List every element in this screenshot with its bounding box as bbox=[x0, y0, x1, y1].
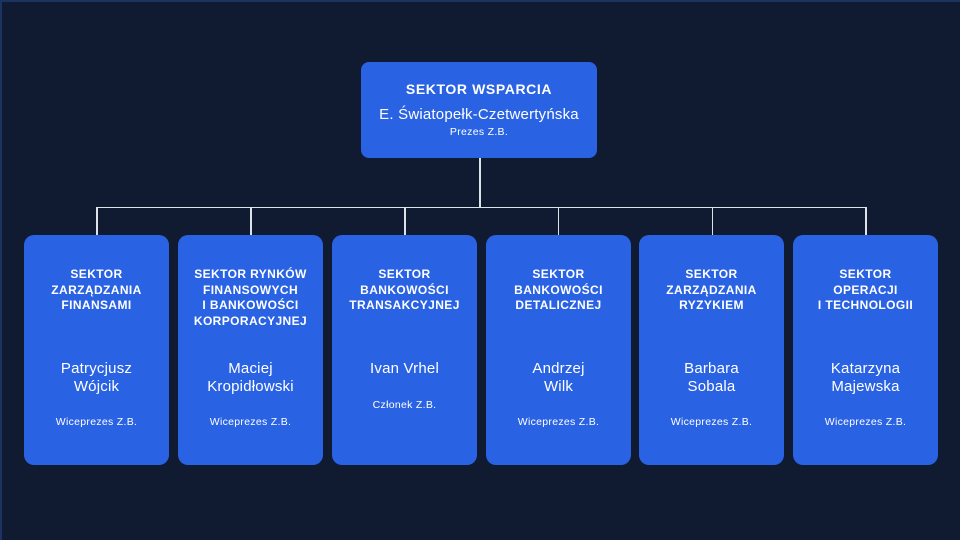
org-node-child-rynki-finansowe: SEKTOR RYNKÓW FINANSOWYCH I BANKOWOŚCI K… bbox=[178, 235, 323, 465]
node-name: Andrzej Wilk bbox=[532, 360, 585, 395]
org-node-child-bankowosc-transakcyjna: SEKTOR BANKOWOŚCI TRANSAKCYJNEJ Ivan Vrh… bbox=[332, 235, 477, 465]
node-name: Barbara Sobala bbox=[684, 360, 739, 395]
node-title: SEKTOR BANKOWOŚCI DETALICZNEJ bbox=[514, 267, 603, 312]
node-role: Prezes Z.B. bbox=[449, 126, 509, 138]
node-title: SEKTOR OPERACJI I TECHNOLOGII bbox=[817, 267, 914, 312]
node-title: SEKTOR ZARZĄDZANIA FINANSAMI bbox=[51, 267, 142, 312]
node-role: Członek Z.B. bbox=[372, 398, 437, 411]
node-name: E. Światopełk-Czetwertyńska bbox=[379, 106, 579, 123]
node-role: Wiceprezes Z.B. bbox=[517, 416, 600, 428]
connector-drop bbox=[711, 207, 713, 236]
node-role: Wiceprezes Z.B. bbox=[670, 416, 753, 428]
node-role: Wiceprezes Z.B. bbox=[55, 416, 138, 428]
node-role: Wiceprezes Z.B. bbox=[824, 416, 907, 428]
connector-drop bbox=[96, 207, 98, 236]
connector-drop bbox=[404, 207, 406, 236]
node-name: Patrycjusz Wójcik bbox=[60, 360, 133, 395]
connector-stem bbox=[479, 158, 481, 207]
connector-drop bbox=[865, 207, 867, 236]
node-title: SEKTOR WSPARCIA bbox=[405, 81, 553, 97]
org-node-root: SEKTOR WSPARCIA E. Światopełk-Czetwertyń… bbox=[361, 62, 597, 158]
org-node-child-finanse: SEKTOR ZARZĄDZANIA FINANSAMI Patrycjusz … bbox=[24, 235, 169, 465]
connector-horizontal bbox=[96, 206, 866, 208]
connector-drop bbox=[250, 207, 252, 236]
org-node-child-ryzyko: SEKTOR ZARZĄDZANIA RYZYKIEM Barbara Soba… bbox=[639, 235, 784, 465]
node-title: SEKTOR RYNKÓW FINANSOWYCH I BANKOWOŚCI K… bbox=[193, 267, 308, 328]
node-role: Wiceprezes Z.B. bbox=[209, 416, 292, 428]
node-name: Maciej Kropidłowski bbox=[207, 360, 294, 395]
org-node-child-operacje-technologie: SEKTOR OPERACJI I TECHNOLOGII Katarzyna … bbox=[793, 235, 938, 465]
node-title: SEKTOR BANKOWOŚCI TRANSAKCYJNEJ bbox=[349, 267, 460, 312]
org-node-child-bankowosc-detaliczna: SEKTOR BANKOWOŚCI DETALICZNEJ Andrzej Wi… bbox=[486, 235, 631, 465]
node-title: SEKTOR ZARZĄDZANIA RYZYKIEM bbox=[666, 267, 757, 312]
connector-drop bbox=[557, 207, 559, 236]
node-name: Katarzyna Majewska bbox=[830, 360, 901, 395]
node-name: Ivan Vrhel bbox=[370, 360, 439, 377]
